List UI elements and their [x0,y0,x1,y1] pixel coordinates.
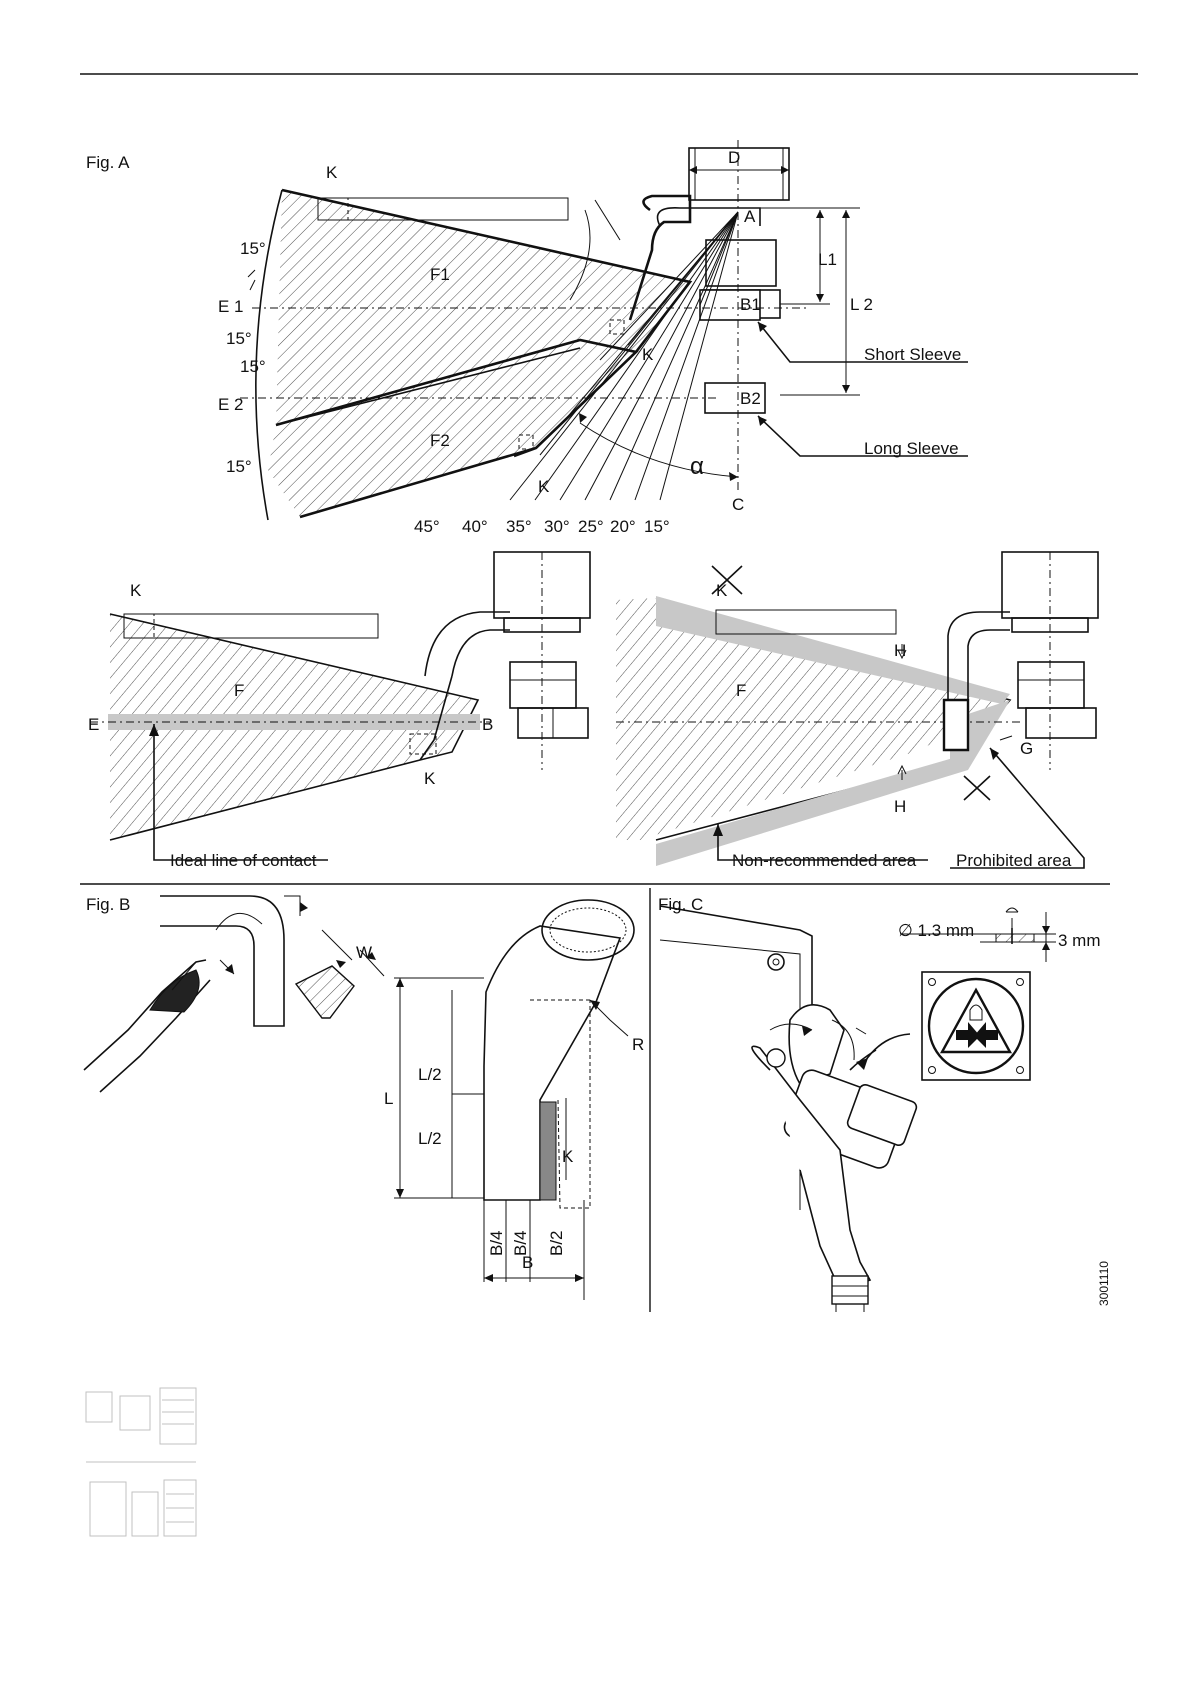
prohibited-area-diagram: K F H H G Non-recommended area Prohibite… [616,552,1098,870]
angle-30: 30° [544,517,570,536]
label-ideal-line: Ideal line of contact [170,851,317,870]
label-e1: E 1 [218,297,244,316]
label-f-right: F [736,681,746,700]
label-short-sleeve: Short Sleeve [864,345,961,364]
label-b-half: B/2 [547,1230,566,1256]
label-e: E [88,715,99,734]
label-15deg-b: 15° [226,329,252,348]
angle-40: 40° [462,517,488,536]
fig-a-title: Fig. A [86,153,130,172]
label-k-lower: K [424,769,436,788]
angle-35: 35° [506,517,532,536]
reaction-plate [660,906,812,1210]
label-d: D [728,148,740,167]
label-l: L [384,1089,393,1108]
label-15deg-a: 15° [240,239,266,258]
label-b-quarter-a: B/4 [487,1230,506,1256]
label-f: F [234,681,244,700]
ideal-contact-diagram: K F E B K Ideal line of contact [88,552,590,870]
label-f2: F2 [430,431,450,450]
angle-20: 20° [610,517,636,536]
alpha-arc [580,423,738,477]
angle-45: 45° [414,517,440,536]
label-c: C [732,495,744,514]
label-15deg-d: 15° [226,457,252,476]
label-l-half-upper: L/2 [418,1065,442,1084]
label-prohibited: Prohibited area [956,851,1072,870]
label-l-half-lower: L/2 [418,1129,442,1148]
fig-c-title: Fig. C [658,895,703,914]
fig-c-diagram: Fig. C [658,895,1111,1312]
label-b-quarter-b: B/4 [511,1230,530,1256]
angle-scale: 45° 40° 35° 30° 25° 20° 15° [414,517,670,536]
fig-b-title: Fig. B [86,895,130,914]
crossed-k-bottom [964,776,990,800]
label-b1: B1 [740,295,761,314]
angle-15: 15° [644,517,670,536]
label-k-top: K [326,163,338,182]
label-b2: B2 [740,389,761,408]
label-e2: E 2 [218,395,244,414]
arc-ticks [248,270,255,290]
label-b: B [482,715,493,734]
screw-icon [1006,908,1018,930]
label-k: K [130,581,142,600]
label-a: A [744,207,756,226]
label-l1: L1 [818,250,837,269]
angle-25: 25° [578,517,604,536]
label-k-mid: K [642,345,654,364]
label-g: G [1020,739,1033,758]
label-k-low: K [538,477,550,496]
label-l2: L 2 [850,295,873,314]
label-h-top: H [894,641,906,660]
label-long-sleeve: Long Sleeve [864,439,959,458]
doc-number: 3001110 [1097,1261,1111,1306]
label-non-recommended: Non-recommended area [732,851,917,870]
label-depth: 3 mm [1058,931,1101,950]
label-alpha: α [690,453,704,480]
nut [510,662,576,708]
label-r: R [632,1035,644,1054]
label-15deg-c: 15° [240,357,266,376]
label-k-right: K [716,581,728,600]
label-w: W [356,943,372,962]
label-k-fig-b: K [562,1147,574,1166]
label-f1: F1 [430,265,450,284]
page-thumbnail-image [80,1382,202,1546]
fig-a-diagram: Fig. A [86,140,968,536]
cross-section [296,966,354,1018]
label-h-bottom: H [894,797,906,816]
fig-b-diagram: Fig. B W [84,895,644,1300]
label-diameter: ∅ 1.3 mm [898,921,974,940]
